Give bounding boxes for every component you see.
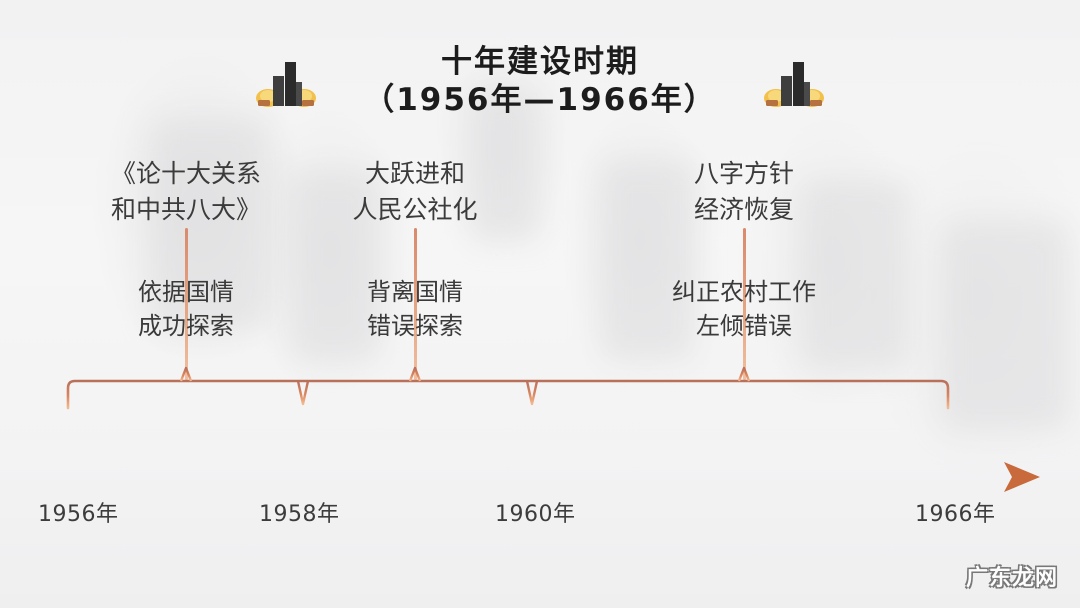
axis-tick-label-1958: 1958年 [259, 502, 340, 527]
title-line-2: （1956年—1966年） [363, 82, 717, 118]
event-title-1: 《论十大关系 和中共八大》 [66, 156, 306, 227]
axis-tick-label-1960: 1960年 [495, 502, 576, 527]
axis-ticks [71, 447, 950, 477]
event-desc-2-line-2: 错误探索 [367, 312, 463, 341]
event-title-3: 八字方针 经济恢复 [624, 156, 864, 227]
event-desc-1-line-1: 依据国情 [138, 278, 234, 306]
event-title-2-line-2: 人民公社化 [352, 194, 478, 224]
event-desc-3: 纠正农村工作 左倾错误 [624, 275, 864, 343]
event-title-2-line-1: 大跃进和 [364, 159, 465, 188]
page-title: 十年建设时期 （1956年—1966年） [363, 44, 717, 120]
event-title-1-line-1: 《论十大关系 [110, 159, 261, 188]
timeline-axis [20, 462, 1040, 492]
title-line-1: 十年建设时期 [441, 44, 639, 81]
event-title-1-line-2: 和中共八大》 [110, 194, 261, 224]
event-title-2: 大跃进和 人民公社化 [295, 156, 535, 227]
right-arrow-icon [1004, 462, 1040, 492]
bar-chart-icon [763, 56, 825, 108]
header: 十年建设时期 （1956年—1966年） [0, 38, 1080, 126]
axis-tick-label-1966: 1966年 [915, 502, 996, 527]
bracket-group [66, 366, 950, 410]
event-desc-1: 依据国情 成功探索 [66, 275, 306, 343]
event-desc-1-line-2: 成功探索 [138, 312, 234, 341]
event-desc-3-line-2: 左倾错误 [696, 312, 792, 341]
event-desc-2: 背离国情 错误探索 [295, 275, 535, 343]
connector-line-1 [185, 228, 188, 380]
event-desc-3-line-1: 纠正农村工作 [672, 278, 816, 306]
watermark: 广东龙网 [965, 566, 1058, 591]
axis-tick-label-1956: 1956年 [38, 502, 119, 527]
event-title-3-line-2: 经济恢复 [693, 194, 794, 224]
background-texture-6 [940, 220, 1070, 430]
connector-line-2 [414, 228, 417, 380]
event-desc-2-line-1: 背离国情 [367, 278, 463, 306]
bar-chart-icon [255, 56, 317, 108]
connector-line-3 [743, 228, 746, 380]
event-title-3-line-1: 八字方针 [693, 159, 794, 188]
